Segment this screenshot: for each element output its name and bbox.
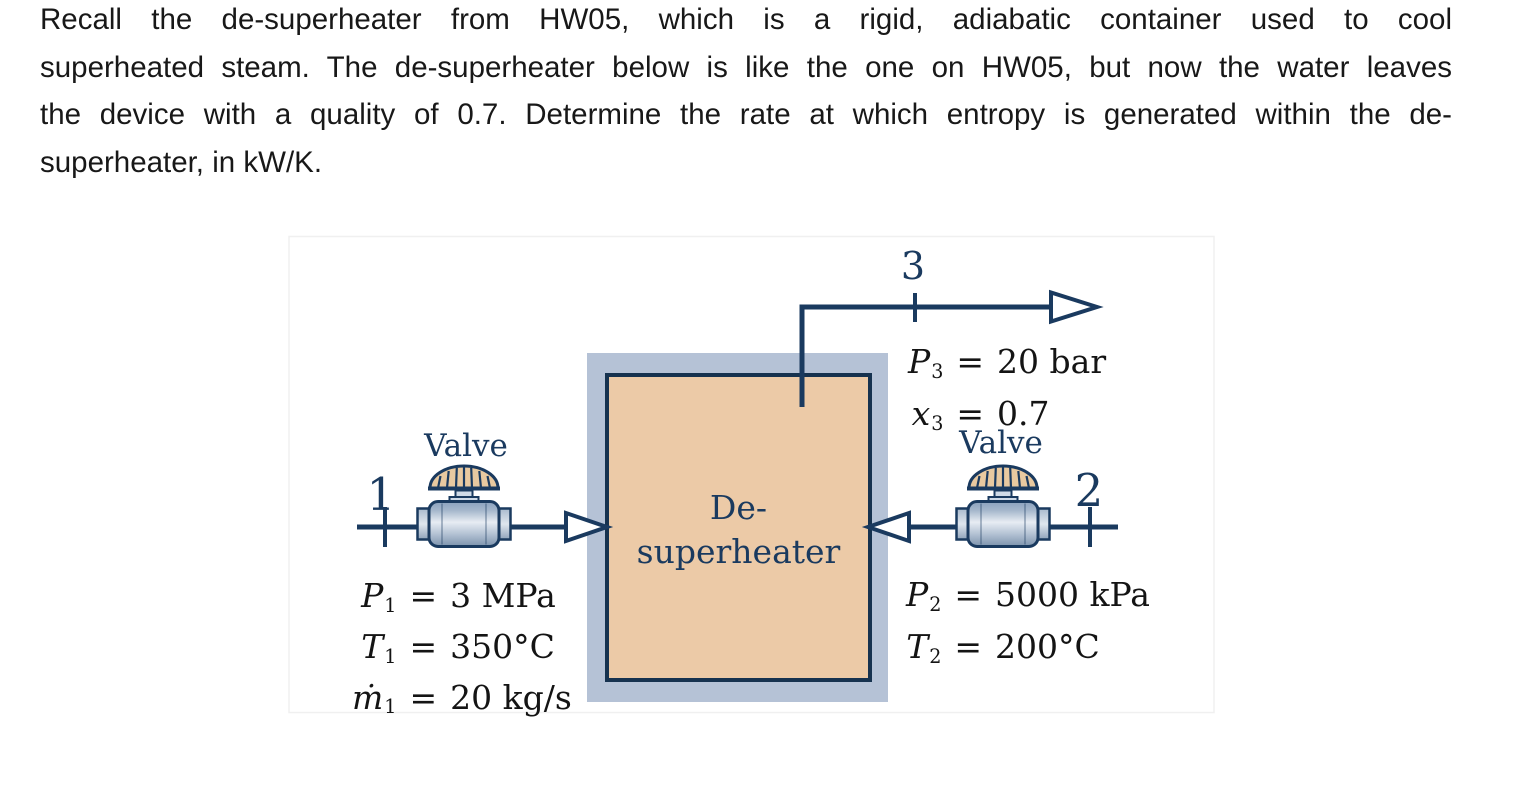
stream3-line	[799, 304, 1052, 407]
prop-var: P1	[361, 576, 397, 617]
prop-var: x3	[911, 393, 944, 435]
equals-sign: =	[409, 626, 438, 666]
prop-var: T2	[906, 626, 942, 668]
stream1-number: 1	[366, 468, 396, 521]
stream3-number: 3	[900, 244, 926, 288]
figure-border	[288, 235, 1215, 714]
equals-sign: =	[956, 393, 985, 433]
vessel-label-line1: De-	[709, 488, 768, 527]
vessel-label-line2: superheater	[636, 532, 841, 571]
problem-line-3: the device with a quality of 0.7. Determ…	[40, 98, 1452, 132]
prop-value: 200°C	[995, 626, 1100, 666]
stream1-properties: P1 = 3 MPa T1 = 350°C ṁ1 = 20 kg/s	[352, 575, 572, 727]
equals-sign: =	[954, 626, 983, 666]
problem-line-2: superheated steam. The de-superheater be…	[40, 50, 1452, 84]
problem-statement: Recall the de-superheater from HW05, whi…	[40, 0, 1452, 186]
prop-var: T1	[361, 626, 397, 668]
valve-2-caption: Valve	[959, 425, 1043, 461]
equals-sign: =	[956, 342, 985, 381]
equals-sign: =	[409, 576, 438, 615]
stream3-flow-arrow-icon	[1049, 289, 1104, 325]
equals-sign: =	[954, 575, 983, 614]
valve-2-icon	[954, 464, 1052, 549]
prop-value: 0.7	[997, 393, 1050, 433]
stream1-flow-arrow-icon	[564, 510, 614, 544]
stream2-flow-arrow-icon	[861, 510, 911, 544]
problem-line-4: superheater, in kW/K.	[40, 145, 323, 179]
prop-value: 3 MPa	[450, 576, 556, 615]
stream3-properties: P3 = 20 bar x3 = 0.7	[908, 341, 1106, 445]
vessel-inner-box	[605, 373, 872, 682]
valve-1-caption: Valve	[424, 428, 508, 464]
prop-var: P2	[906, 575, 942, 616]
prop-var: P3	[908, 342, 944, 383]
stream2-number: 2	[1074, 464, 1104, 517]
prop-value: 20 kg/s	[450, 677, 572, 717]
equals-sign: =	[409, 677, 438, 717]
stream2-properties: P2 = 5000 kPa T2 = 200°C	[906, 574, 1150, 678]
prop-var: ṁ1	[352, 677, 397, 719]
prop-value: 5000 kPa	[995, 575, 1150, 614]
prop-value: 350°C	[450, 626, 555, 666]
problem-line-1: Recall the de-superheater from HW05, whi…	[40, 3, 1452, 36]
valve-1-icon	[415, 464, 513, 549]
vessel-label: De- superheater	[607, 486, 870, 574]
prop-value: 20 bar	[997, 342, 1107, 381]
